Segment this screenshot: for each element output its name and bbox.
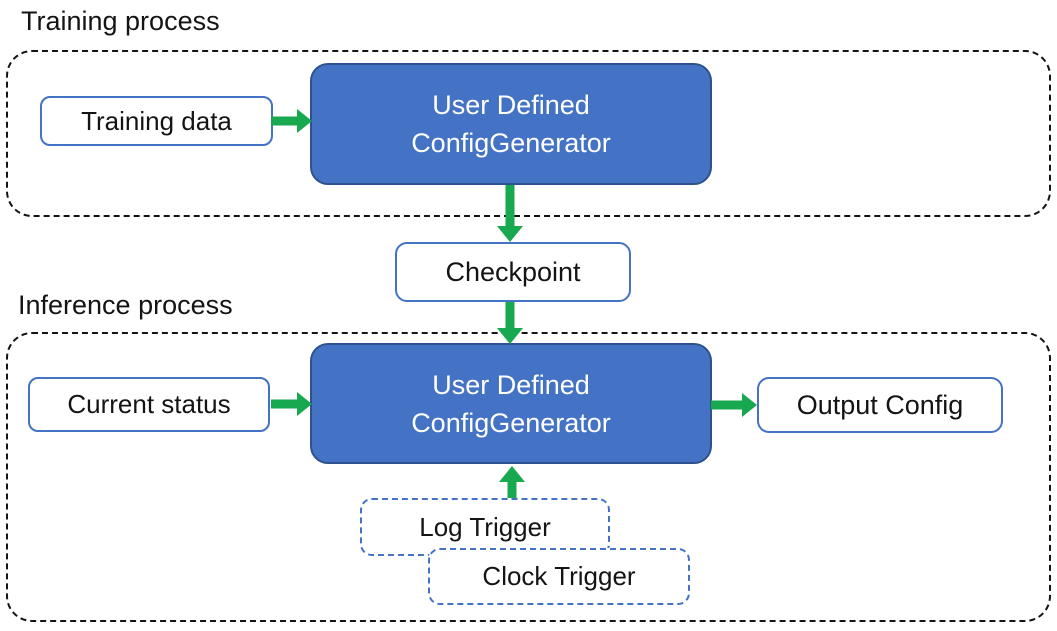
output-config-label: Output Config xyxy=(796,389,964,420)
log-trigger-label: Log Trigger xyxy=(419,511,551,542)
generator-inference-line2: ConfigGenerator xyxy=(411,407,611,438)
arrow-right-icon xyxy=(711,393,757,417)
checkpoint-label: Checkpoint xyxy=(445,256,581,287)
arrow-down-icon xyxy=(497,185,523,242)
current-status-label: Current status xyxy=(67,389,231,419)
arrow-down-icon xyxy=(497,302,523,344)
generator-training-line1: User Defined xyxy=(432,90,590,120)
arrow-shaft xyxy=(507,481,517,498)
checkpoint-box: Checkpoint xyxy=(395,242,631,302)
arrow-head xyxy=(297,109,312,133)
inference-process-label: Inference process xyxy=(18,290,233,320)
current-status-box: Current status xyxy=(28,377,270,432)
inference-container xyxy=(6,332,1051,622)
generator-inference-line1: User Defined xyxy=(432,369,590,400)
arrow-up-icon xyxy=(499,466,525,498)
config-generator-training-box: User Defined ConfigGenerator xyxy=(310,63,712,185)
log-trigger-box: Log Trigger xyxy=(360,498,610,556)
clock-trigger-label: Clock Trigger xyxy=(482,561,636,591)
training-data-label: Training data xyxy=(81,105,232,136)
training-data-box: Training data xyxy=(40,96,273,146)
arrow-head xyxy=(742,393,757,417)
arrow-shaft xyxy=(271,116,298,126)
training-container xyxy=(6,50,1051,217)
arrow-head xyxy=(297,392,312,416)
arrow-shaft xyxy=(505,302,515,329)
arrow-head xyxy=(497,328,523,344)
arrow-head xyxy=(497,226,523,242)
generator-training-line2: ConfigGenerator xyxy=(411,128,611,158)
arrow-right-icon xyxy=(271,109,312,133)
arrow-head xyxy=(499,466,525,482)
arrow-right-icon xyxy=(271,392,312,416)
config-generator-inference-box: User Defined ConfigGenerator xyxy=(310,343,712,464)
training-process-label: Training process xyxy=(21,6,220,36)
arrow-shaft xyxy=(271,399,298,409)
output-config-box: Output Config xyxy=(757,377,1003,433)
clock-trigger-box: Clock Trigger xyxy=(428,548,690,605)
arrow-shaft xyxy=(711,400,743,410)
arrow-shaft xyxy=(505,185,515,227)
